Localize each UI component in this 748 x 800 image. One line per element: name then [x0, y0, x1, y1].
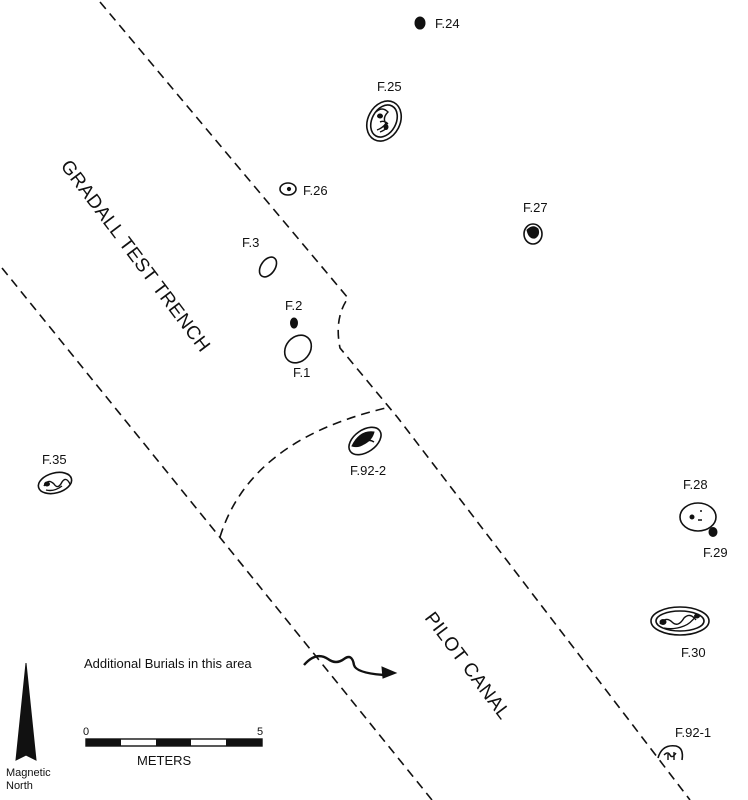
feature-f28-mark: [679, 502, 717, 532]
feature-f3-label: F.3: [242, 235, 259, 250]
additional-burials-note: Additional Burials in this area: [84, 656, 252, 671]
trench-upper-boundary: [99, 1, 691, 800]
feature-f27-mark: [523, 223, 543, 245]
feature-f30-mark: [650, 606, 710, 636]
feature-f35-mark: [37, 471, 73, 495]
feature-f35-label: F.35: [42, 452, 67, 467]
scale-unit-label: METERS: [137, 753, 192, 768]
feature-f92-2-label: F.92-2: [350, 463, 386, 478]
feature-f26-mark: [279, 182, 297, 196]
feature-f29-mark: [708, 527, 718, 537]
feature-f24-mark: [414, 16, 426, 30]
trench-lower-boundary: [1, 267, 433, 800]
feature-f25-label: F.25: [377, 79, 402, 94]
scale-min-label: 0: [83, 726, 89, 738]
feature-f29-label: F.29: [703, 545, 728, 560]
arrowhead-icon: [381, 666, 398, 679]
feature-f24-label: F.24: [435, 16, 460, 31]
gradall-test-trench-label: GRADALL TEST TRENCH: [56, 156, 214, 356]
pilot-canal-label: PILOT CANAL: [420, 608, 514, 723]
feature-f92-1-mark: [657, 744, 684, 761]
additional-burials-arrow: [303, 654, 385, 677]
north-arrow-icon: [15, 662, 37, 761]
feature-f26-label: F.26: [303, 183, 328, 198]
feature-f3-mark: [258, 256, 278, 278]
feature-f28-label: F.28: [683, 477, 708, 492]
feature-f1-label: F.1: [293, 365, 310, 380]
feature-f25-mark: [365, 100, 403, 142]
feature-f1-mark: [283, 334, 313, 364]
scale-bar: [85, 738, 263, 747]
feature-f27-label: F.27: [523, 200, 548, 215]
feature-f2-mark: [290, 317, 298, 329]
north-label-line2: North: [6, 780, 33, 792]
feature-f92-1-label: F.92-1: [675, 725, 711, 740]
feature-f30-label: F.30: [681, 645, 706, 660]
feature-f92-2-mark: [348, 426, 382, 456]
north-label-line1: Magnetic: [6, 767, 51, 779]
excavation-area-arc: [219, 407, 387, 538]
feature-f2-label: F.2: [285, 298, 302, 313]
scale-max-label: 5: [257, 726, 263, 738]
